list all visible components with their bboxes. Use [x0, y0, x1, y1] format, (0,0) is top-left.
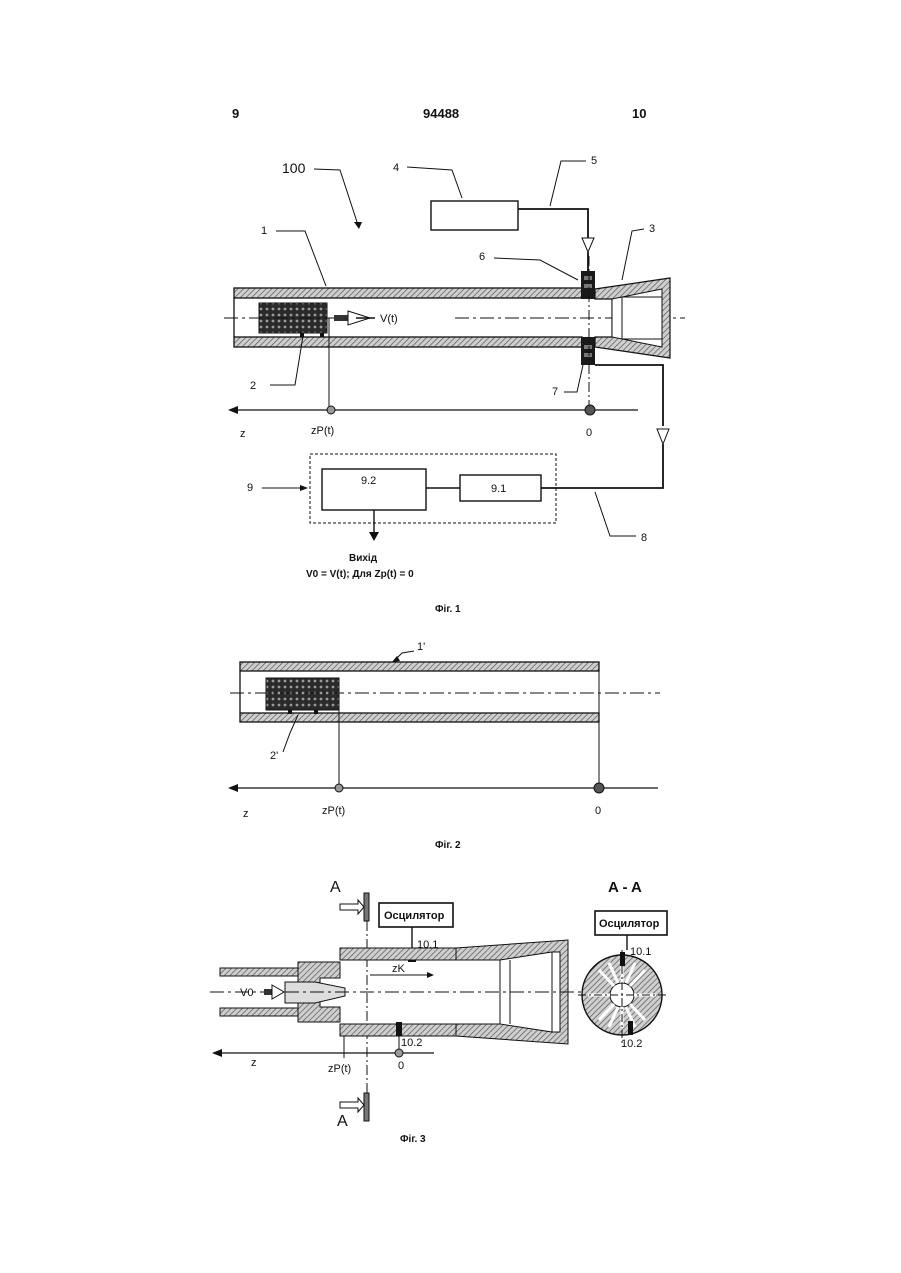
velocity-arrow	[334, 311, 375, 325]
z-axis-label-2: z	[243, 808, 249, 820]
v0-label: V0	[240, 987, 253, 999]
ref-9: 9	[247, 482, 253, 494]
ref-2-prime: 2'	[270, 750, 278, 762]
zp-label: zP(t)	[311, 425, 334, 437]
zp-label-3: zP(t)	[328, 1063, 351, 1075]
zero-label: 0	[586, 427, 592, 439]
label-10-2-aa: 10.2	[621, 1038, 642, 1050]
zp-label-2: zP(t)	[322, 805, 345, 817]
z-axis-label: z	[240, 428, 246, 440]
section-a-top: A	[330, 879, 341, 896]
ref-5: 5	[591, 155, 597, 167]
figure-2-caption: Фіг. 2	[435, 840, 461, 851]
oscillator-label-aa: Осцилятор	[599, 918, 660, 930]
figure-1-caption: Фіг. 1	[435, 604, 461, 615]
output-text: V0 = V(t); Для Zp(t) = 0	[306, 569, 414, 580]
section-a-bottom: A	[337, 1113, 348, 1130]
output-title: Вихід	[349, 553, 378, 564]
zero-label-2: 0	[595, 805, 601, 817]
block-4	[431, 201, 518, 230]
ref-2: 2	[250, 380, 256, 392]
figure-2: 1' 2' z zP(t) 0 Фіг. 2	[228, 641, 660, 851]
sensor-7	[581, 337, 595, 365]
figure-3: A A Осцилятор 10.1 V0	[210, 879, 668, 1145]
figure-3-caption: Фіг. 3	[400, 1134, 426, 1145]
velocity-label: V(t)	[380, 313, 398, 325]
zero-label-3: 0	[398, 1060, 404, 1072]
z-axis-label-3: z	[251, 1057, 257, 1069]
ref-8: 8	[641, 532, 647, 544]
ref-7: 7	[552, 386, 558, 398]
ref-1: 1	[261, 225, 267, 237]
label-10-2: 10.2	[401, 1037, 422, 1049]
section-aa-title: A - A	[608, 879, 642, 896]
block-9-2-label: 9.2	[361, 475, 376, 487]
ref-6: 6	[479, 251, 485, 263]
ref-3: 3	[649, 223, 655, 235]
ref-1-prime: 1'	[417, 641, 425, 653]
ref-4: 4	[393, 162, 399, 174]
block-9-1-label: 9.1	[491, 483, 506, 495]
projectile-2	[266, 678, 339, 710]
oscillator-label: Осцилятор	[384, 910, 445, 922]
zk-label: zK	[392, 963, 406, 975]
figure-1: V(t)	[224, 155, 685, 615]
ref-100: 100	[282, 160, 306, 176]
